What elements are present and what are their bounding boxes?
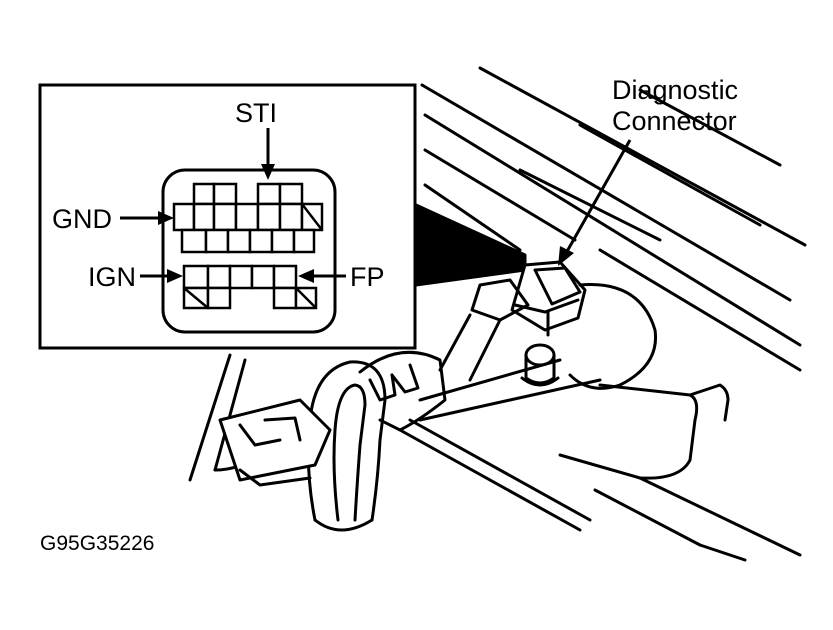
terminal-cell: [248, 228, 274, 254]
right-tray: [558, 383, 802, 562]
ign-label: IGN: [88, 262, 136, 292]
terminal-cell: [228, 264, 254, 290]
terminal-cell: [206, 286, 232, 310]
fp-label: FP: [350, 262, 385, 292]
terminal-cell: [270, 228, 296, 254]
inset-detail: STI GND IGN FP: [38, 83, 417, 350]
sti-label: STI: [235, 98, 277, 128]
terminal-cell: [180, 228, 208, 254]
terminal-cell: [204, 228, 230, 254]
terminal-cell: [256, 202, 282, 232]
callout-label-line1: Diagnostic: [612, 75, 738, 105]
terminal-cell: [172, 202, 196, 232]
blank-terminal-hatch: [301, 203, 323, 231]
terminal-cell: [272, 264, 298, 290]
terminal-cell: [226, 228, 252, 254]
terminal-cell: [192, 202, 216, 232]
round-reservoir: [568, 283, 658, 390]
terminal-cell: [182, 264, 210, 290]
terminal-cell: [250, 264, 276, 290]
terminal-cell: [256, 182, 282, 206]
terminal-cell: [234, 202, 260, 232]
terminal-cell: [192, 182, 216, 206]
wiring-harness: [358, 350, 602, 532]
terminal-grid: [172, 182, 324, 310]
callout-leader-line: [563, 139, 632, 256]
fp-arrowhead: [298, 269, 314, 283]
terminal-cell: [272, 286, 298, 310]
lower-left-bracket: [188, 353, 332, 487]
fender-lines: [420, 66, 807, 372]
terminal-cell: [206, 264, 232, 290]
figure-code: G95G35226: [40, 532, 154, 555]
blank-terminal-hatch: [183, 287, 209, 309]
bracket: [438, 278, 530, 382]
gnd-label: GND: [52, 204, 112, 234]
connector-callout: Diagnostic Connector: [558, 75, 738, 266]
blank-terminal-hatch: [295, 287, 317, 309]
callout-arrowhead: [558, 246, 574, 266]
gnd-arrowhead: [158, 211, 174, 225]
engine-bay-illustration: [188, 66, 807, 562]
terminal-cell: [292, 228, 316, 254]
callout-label-line2: Connector: [612, 106, 737, 136]
terminal-cell: [212, 202, 238, 232]
sti-arrowhead: [261, 164, 275, 180]
terminal-cell: [212, 182, 238, 206]
terminal-cell: [278, 202, 304, 232]
ign-arrowhead: [167, 269, 183, 283]
terminal-cell: [278, 182, 304, 206]
